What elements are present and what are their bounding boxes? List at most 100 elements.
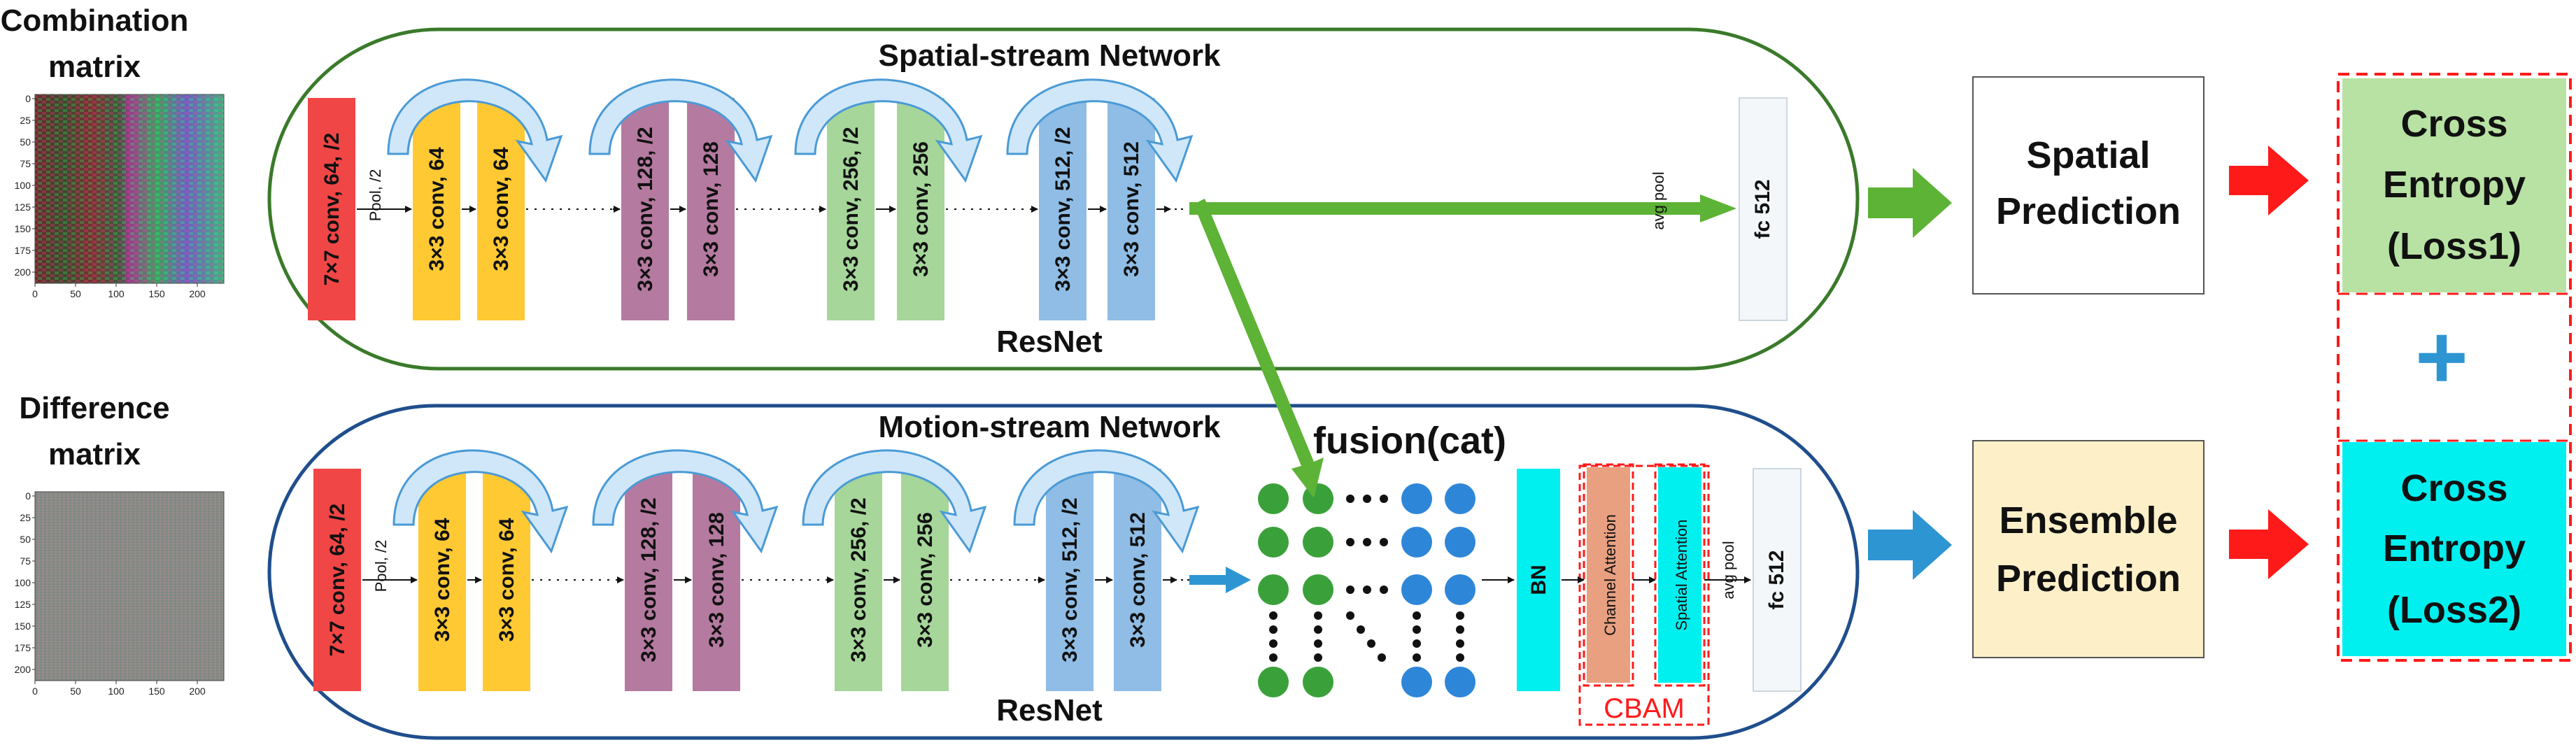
conv-block-label: 3×3 conv, 256 xyxy=(910,141,933,277)
fusion-ellipsis-dot xyxy=(1357,625,1365,634)
conv-block-label: 3×3 conv, 256, /2 xyxy=(840,127,863,291)
motion-stream-title: Motion-stream Network xyxy=(879,410,1221,444)
conv-block-label: 3×3 conv, 256, /2 xyxy=(847,497,870,662)
fusion-ellipsis-dot xyxy=(1269,653,1278,662)
bn-layer: BN xyxy=(1517,469,1560,691)
conv-block: 3×3 conv, 64 xyxy=(418,469,466,691)
skip-connection-arrow xyxy=(1013,449,1200,554)
spatial-to-loss1-arrow xyxy=(2229,146,2309,215)
fusion-node-blue xyxy=(1445,527,1475,558)
conv-block: 3×3 conv, 256 xyxy=(897,98,944,320)
spatial-attention-block xyxy=(1658,467,1701,683)
ensemble-prediction-line1: Ensemble xyxy=(1999,499,2177,541)
conv-block: 3×3 conv, 64 xyxy=(477,98,525,320)
loss1-line1: Cross xyxy=(2400,103,2507,145)
fusion-ellipsis-dot xyxy=(1413,625,1421,634)
conv-block-label: 3×3 conv, 128, /2 xyxy=(637,497,660,662)
conv-block-label: 3×3 conv, 64 xyxy=(490,147,513,271)
fusion-ellipsis-dot xyxy=(1314,611,1322,620)
fusion-ellipsis-dot xyxy=(1346,586,1354,594)
y-tick-label: 125 xyxy=(15,201,31,213)
channel-attention-dashed xyxy=(1583,463,1634,687)
spatial-prediction-box xyxy=(1972,76,2205,295)
fusion-ellipsis-dot xyxy=(1367,639,1375,648)
fusion-ellipsis-dot xyxy=(1314,625,1322,634)
conv-block-label: 3×3 conv, 64 xyxy=(431,518,454,641)
fusion-node-green xyxy=(1303,574,1333,605)
fusion-node-green xyxy=(1258,574,1289,605)
fusion-ellipsis-dot xyxy=(1380,586,1388,594)
conv-block: 3×3 conv, 128 xyxy=(687,98,735,320)
x-tick-label: 50 xyxy=(70,288,81,299)
y-tick-label: 100 xyxy=(15,180,31,191)
fusion-ellipsis-dot xyxy=(1363,586,1371,594)
spatial-stream-title: Spatial-stream Network xyxy=(878,38,1221,73)
conv1-label: 7×7 conv, 64, /2 xyxy=(320,133,344,286)
cbam-dashed-border xyxy=(1578,464,1710,726)
fusion-node-green xyxy=(1258,527,1289,558)
fusion-ellipsis-dot xyxy=(1346,495,1354,503)
skip-connection-arrow xyxy=(387,78,563,183)
fusion-ellipsis-dot xyxy=(1380,538,1388,546)
spatial-stream-footer: ResNet xyxy=(996,325,1103,359)
x-tick-label: 100 xyxy=(108,288,125,299)
x-tick-label: 0 xyxy=(32,686,38,697)
conv-block: 3×3 conv, 128 xyxy=(693,469,740,691)
fusion-node-blue xyxy=(1401,667,1432,697)
spatial-attention-dashed xyxy=(1654,463,1706,687)
spatial-fc-label: fc 512 xyxy=(1751,179,1774,239)
conv1-layer: 7×7 conv, 64, /2 xyxy=(308,98,355,320)
fusion-node-blue xyxy=(1445,483,1475,514)
conv-block-label: 3×3 conv, 512 xyxy=(1126,512,1149,648)
conv-block-label: 3×3 conv, 64 xyxy=(425,147,448,271)
motion-fc-label: fc 512 xyxy=(1765,550,1788,609)
spatial-prediction-line2: Prediction xyxy=(1996,190,2181,232)
conv-block-label: 3×3 conv, 128 xyxy=(700,141,723,277)
y-tick-label: 150 xyxy=(15,620,31,632)
fusion-ellipsis-dot xyxy=(1269,639,1278,648)
ensemble-prediction-box xyxy=(1972,440,2205,658)
combination-title-line1: Combination xyxy=(1,3,189,38)
channel-attention-block xyxy=(1587,467,1630,683)
spatial-to-prediction-arrow xyxy=(1868,168,1952,238)
conv1-layer: 7×7 conv, 64, /2 xyxy=(313,469,361,691)
conv-block: 3×3 conv, 256, /2 xyxy=(835,469,882,691)
fusion-ellipsis-dot xyxy=(1380,495,1388,503)
x-tick-label: 0 xyxy=(32,288,38,299)
fusion-node-green xyxy=(1303,527,1333,558)
fusion-ellipsis-dot xyxy=(1378,653,1386,662)
fusion-nodes xyxy=(1258,483,1475,697)
fusion-ellipsis-dot xyxy=(1456,611,1464,620)
loss2-box xyxy=(2342,442,2566,656)
y-tick-label: 75 xyxy=(20,555,31,567)
y-tick-label: 200 xyxy=(15,664,31,675)
spatial-attention-label: Spatial Attention xyxy=(1673,519,1690,630)
fusion-ellipsis-dot xyxy=(1346,611,1354,620)
ensemble-prediction-line2: Prediction xyxy=(1996,558,2181,599)
x-tick-label: 100 xyxy=(108,686,125,697)
y-tick-label: 200 xyxy=(15,267,31,278)
y-tick-label: 50 xyxy=(20,534,31,545)
fusion-node-green xyxy=(1303,667,1333,697)
motion-stream-footer: ResNet xyxy=(996,693,1103,728)
skip-connection-arrow xyxy=(588,78,773,183)
conv-block-label: 3×3 conv, 128, /2 xyxy=(634,127,657,291)
conv1-label: 7×7 conv, 64, /2 xyxy=(326,504,349,657)
conv-block: 3×3 conv, 512, /2 xyxy=(1046,469,1094,691)
conv-block-label: 3×3 conv, 256 xyxy=(914,512,937,648)
spatial-stream-network: Spatial-stream Network ResNet 7×7 conv, … xyxy=(267,27,1860,371)
fusion-ellipsis-dot xyxy=(1314,639,1322,648)
fusion-node-blue xyxy=(1445,667,1475,697)
y-tick-label: 100 xyxy=(15,577,31,588)
skip-connection-arrow xyxy=(794,78,983,183)
y-tick-label: 75 xyxy=(20,158,31,169)
spatial-avg-pool-label: avg pool xyxy=(1650,171,1667,229)
loss2-line1: Cross xyxy=(2400,467,2507,509)
y-tick-label: 125 xyxy=(15,599,31,610)
difference-matrix-image xyxy=(34,491,225,681)
spatial-stream-border xyxy=(267,27,1860,371)
plus-sign: + xyxy=(2415,306,2468,408)
combination-matrix-panel: Combination matrix 025507510012515017520… xyxy=(1,3,225,299)
fusion-ellipsis-dot xyxy=(1456,639,1464,648)
